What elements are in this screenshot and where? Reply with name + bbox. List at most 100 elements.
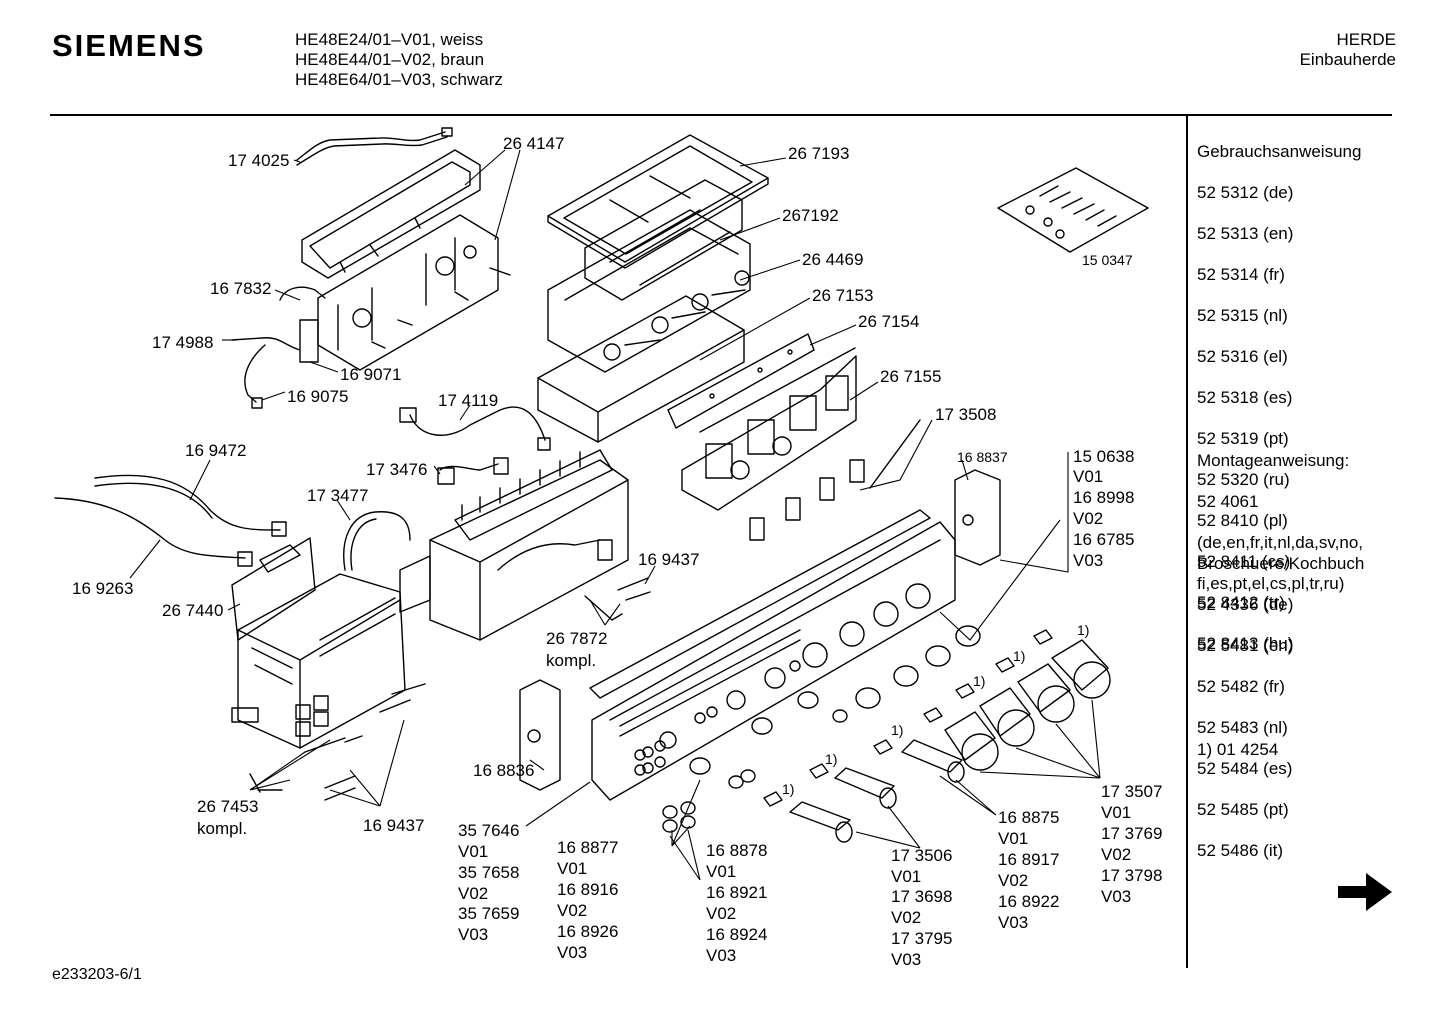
sidebar-divider (1186, 116, 1188, 968)
mounting-instructions-line: fi,es,pt,el,cs,pl,tr,ru) (1197, 573, 1345, 593)
mounting-instructions-line: 52 4061 (1197, 491, 1259, 511)
part-number-label: V03 (1073, 551, 1104, 570)
wire-harness-left (231, 286, 326, 351)
part-number-label: 26 4147 (503, 134, 565, 153)
next-page-arrow-icon[interactable] (1336, 870, 1394, 914)
part-number-label: 17 3477 (307, 486, 369, 505)
part-number-label-small: 15 0347 (1082, 252, 1133, 268)
electronic-module (237, 573, 406, 749)
part-number-label: 17 3798 (1101, 866, 1163, 885)
part-number-label: 16 9071 (340, 365, 402, 384)
part-number-label: 16 7832 (210, 279, 272, 298)
product-category: HERDE Einbauherde (1300, 30, 1396, 70)
part-number-label: 16 9437 (638, 550, 700, 569)
mounting-instructions-line: (de,en,fr,it,nl,da,sv,no, (1197, 532, 1363, 552)
part-number-label: 16 8875 (998, 808, 1060, 827)
part-number-label: 35 7658 (458, 863, 520, 882)
user-manual-item: 52 5313 (en) (1197, 223, 1294, 243)
brand-logo: SIEMENS (52, 28, 206, 63)
part-number-label: 15 0638 (1073, 447, 1135, 466)
part-number-label: 17 4025 (228, 151, 290, 170)
control-panel-front (591, 521, 956, 801)
category-line: HERDE (1336, 30, 1396, 49)
part-number-label: kompl. (546, 651, 597, 670)
part-number-label: V01 (998, 829, 1029, 848)
part-number-label: V01 (1101, 803, 1132, 822)
part-number-label: 16 9075 (287, 387, 349, 406)
hardware-bag (997, 167, 1149, 253)
footnote-marker: 1) (1077, 622, 1090, 638)
part-number-label: V02 (891, 908, 922, 927)
indicator-strip (667, 333, 815, 429)
footnote-marker: 1) (825, 751, 838, 767)
footnote-marker: 1) (891, 722, 904, 738)
part-number-label-small: 16 8837 (957, 449, 1008, 465)
part-number-label: V03 (706, 946, 737, 965)
model-line: HE48E64/01–V03, schwarz (295, 70, 503, 89)
part-number-label: V02 (1101, 845, 1132, 864)
part-number-label: V03 (891, 950, 922, 969)
part-number-label: 16 9472 (185, 441, 247, 460)
relay-module (429, 459, 629, 641)
part-number-label: kompl. (197, 819, 248, 838)
part-number-label: 16 8877 (557, 838, 619, 857)
switch-block (317, 214, 499, 371)
brochure-item: 52 5484 (es) (1197, 758, 1293, 778)
footnote-marker: 1) (782, 781, 795, 797)
part-number-label: 17 3476 (366, 460, 428, 479)
part-number-label: 16 9263 (72, 579, 134, 598)
part-number-label: V02 (458, 884, 489, 903)
knob (1051, 639, 1109, 691)
part-number-label: 26 7154 (858, 312, 920, 331)
part-number-label: V01 (458, 842, 489, 861)
part-number-label: 17 4119 (438, 391, 499, 410)
user-manual-title: Gebrauchsanweisung (1197, 141, 1362, 161)
user-manual-item: 52 5316 (el) (1197, 346, 1288, 366)
model-line: HE48E44/01–V02, braun (295, 50, 485, 69)
user-manual-item: 52 5312 (de) (1197, 182, 1294, 202)
brochure-item: 52 5486 (it) (1197, 840, 1283, 860)
user-manual-item: 52 8410 (pl) (1197, 510, 1288, 530)
brochure-item: 52 5483 (nl) (1197, 717, 1288, 737)
part-number-label: 17 3507 (1101, 782, 1163, 801)
brochure-item: 52 5481 (en) (1197, 635, 1294, 655)
user-manual-item: 52 8411 (cs) (1197, 551, 1291, 571)
footnote-marker: 1) (1013, 648, 1026, 664)
mounting-instructions-section: Montageanweisung: 52 4061 (de,en,fr,it,n… (1197, 430, 1363, 615)
top-frame (547, 134, 769, 263)
part-number-label: 267192 (782, 206, 839, 225)
part-number-label: 26 7440 (162, 601, 224, 620)
part-number-label: 26 7193 (788, 144, 850, 163)
part-number-label: V02 (1073, 509, 1104, 528)
part-number-label: 16 6785 (1073, 530, 1135, 549)
part-number-label: V01 (706, 862, 737, 881)
part-number-label: V03 (1101, 887, 1132, 906)
model-list: HE48E24/01–V01, weiss HE48E44/01–V02, br… (295, 30, 503, 90)
part-number-label: V01 (1073, 467, 1104, 486)
user-manual-item: 52 5318 (es) (1197, 387, 1293, 407)
part-number-label: 35 7646 (458, 821, 520, 840)
trim-strip (589, 509, 931, 699)
brochure-item: 52 4336 (de) (1197, 594, 1294, 614)
user-manual-section: Gebrauchsanweisung 52 5312 (de) 52 5313 … (1197, 121, 1361, 675)
footnote-marker: 1) (973, 673, 986, 689)
part-number-label: 26 7872 (546, 629, 608, 648)
part-number-label: V02 (557, 901, 588, 920)
user-manual-item: 52 5320 (ru) (1197, 469, 1290, 489)
wire-harness-center (409, 406, 546, 441)
inner-frame (584, 179, 743, 301)
switch-carrier (681, 355, 857, 511)
brochure-title: Broschuere/Kochbuch (1197, 553, 1365, 573)
brochure-item: 52 5485 (pt) (1197, 799, 1289, 819)
footnote: 1) 01 4254 (1197, 740, 1279, 759)
switch-module (547, 209, 751, 373)
user-manual-item: 52 8412 (tr) (1197, 592, 1285, 612)
part-number-label: 16 8917 (998, 850, 1060, 869)
part-number-label: V03 (557, 943, 588, 962)
part-number-label: V01 (891, 867, 922, 886)
part-number-label: 16 8926 (557, 922, 619, 941)
part-number-label: 26 7453 (197, 797, 259, 816)
part-number-label: 16 8836 (473, 761, 535, 780)
part-number-label: 16 8924 (706, 925, 768, 944)
mounting-bracket-right (954, 469, 1001, 566)
